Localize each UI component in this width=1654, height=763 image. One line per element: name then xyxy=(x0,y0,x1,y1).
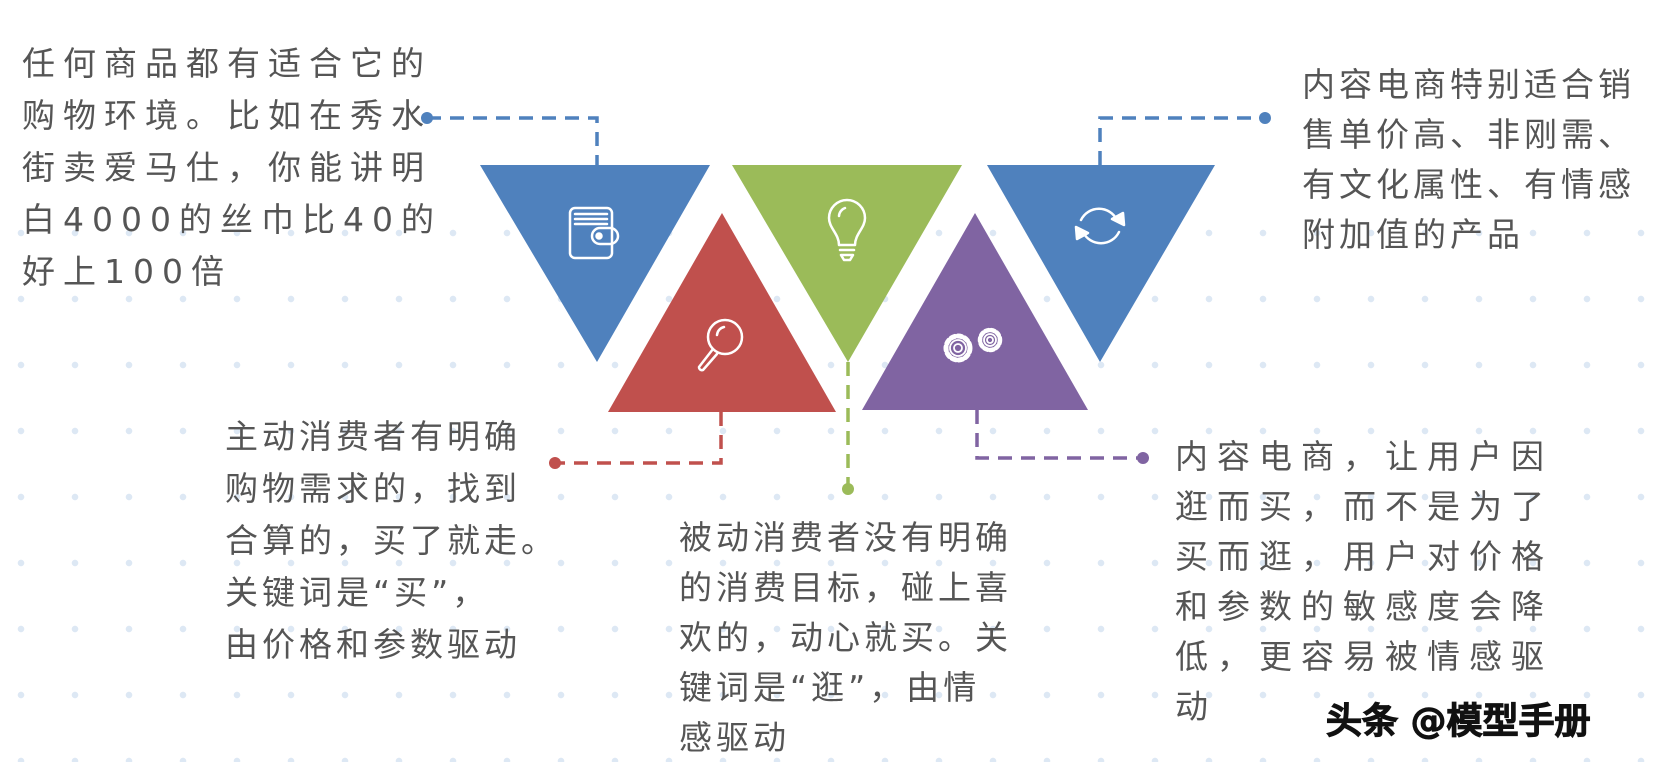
text-line: 合算的，买了就走。 xyxy=(225,521,558,560)
connector-dot-red xyxy=(549,457,561,469)
text-line: 内容电商，让用户因 xyxy=(1175,437,1553,476)
text-line: 白4000的丝巾比40的 xyxy=(22,200,442,239)
text-block-content-ecommerce: 内容电商，让用户因 逛而买，而不是为了 买而逛，用户对价格 和参数的敏感度会降 … xyxy=(1175,432,1553,732)
text-block-shopping-environment: 任何商品都有适合它的 购物环境。比如在秀水 街卖爱马仕，你能讲明 白4000的丝… xyxy=(22,38,442,298)
connector-dot-purple xyxy=(1137,452,1149,464)
triangle-blue-right xyxy=(987,165,1215,362)
text-line: 由价格和参数驱动 xyxy=(225,625,521,664)
text-line: 购物需求的，找到 xyxy=(225,469,521,508)
triangle-green xyxy=(732,165,962,362)
connector-blue-right xyxy=(1098,116,1265,165)
text-line: 有文化属性、有情感 xyxy=(1302,165,1635,204)
connector-red xyxy=(555,412,723,465)
text-line: 内容电商特别适合销 xyxy=(1302,65,1635,104)
wallet-icon xyxy=(568,206,620,260)
text-block-passive-consumer: 被动消费者没有明确 的消费目标，碰上喜 欢的，动心就买。关 键词是“逛”，由情 … xyxy=(679,513,1012,763)
triangle-red xyxy=(608,213,836,412)
magnifier-icon xyxy=(697,318,744,372)
lightbulb-icon xyxy=(827,198,867,262)
watermark: 头条 @模型手册 xyxy=(1326,701,1592,743)
text-line: 被动消费者没有明确 xyxy=(679,518,1012,557)
text-line: 欢的，动心就买。关 xyxy=(679,618,1012,657)
gears-icon xyxy=(943,327,1003,363)
text-line: 主动消费者有明确 xyxy=(225,417,521,456)
text-line: 好上100倍 xyxy=(22,252,232,291)
text-line: 售单价高、非刚需、 xyxy=(1302,115,1635,154)
text-line: 和参数的敏感度会降 xyxy=(1175,587,1553,626)
text-block-active-consumer: 主动消费者有明确 购物需求的，找到 合算的，买了就走。 关键词是“买”， 由价格… xyxy=(225,411,558,671)
text-line: 动 xyxy=(1175,687,1217,726)
connector-dot-green xyxy=(842,483,854,495)
connector-dot-blue-right xyxy=(1259,112,1271,124)
text-line: 逛而买，而不是为了 xyxy=(1175,487,1553,526)
text-line: 街卖爱马仕，你能讲明 xyxy=(22,148,432,187)
text-line: 键词是“逛”，由情 xyxy=(679,668,981,707)
triangle-purple xyxy=(862,213,1088,410)
triangle-blue-left xyxy=(480,165,710,362)
text-line: 任何商品都有适合它的 xyxy=(22,44,432,83)
text-line: 低，更容易被情感驱 xyxy=(1175,637,1553,676)
connector-dot-blue-left xyxy=(421,112,433,124)
text-line: 的消费目标，碰上喜 xyxy=(679,568,1012,607)
text-line: 附加值的产品 xyxy=(1302,215,1524,254)
text-line: 购物环境。比如在秀水 xyxy=(22,96,432,135)
text-line: 买而逛，用户对价格 xyxy=(1175,537,1553,576)
text-line: 关键词是“买”， xyxy=(225,573,490,612)
text-line: 感驱动 xyxy=(679,718,790,757)
connector-blue-left xyxy=(427,116,599,165)
refresh-icon xyxy=(1074,207,1126,245)
text-block-suitable-products: 内容电商特别适合销 售单价高、非刚需、 有文化属性、有情感 附加值的产品 xyxy=(1302,60,1635,260)
connector-purple xyxy=(975,410,1143,460)
